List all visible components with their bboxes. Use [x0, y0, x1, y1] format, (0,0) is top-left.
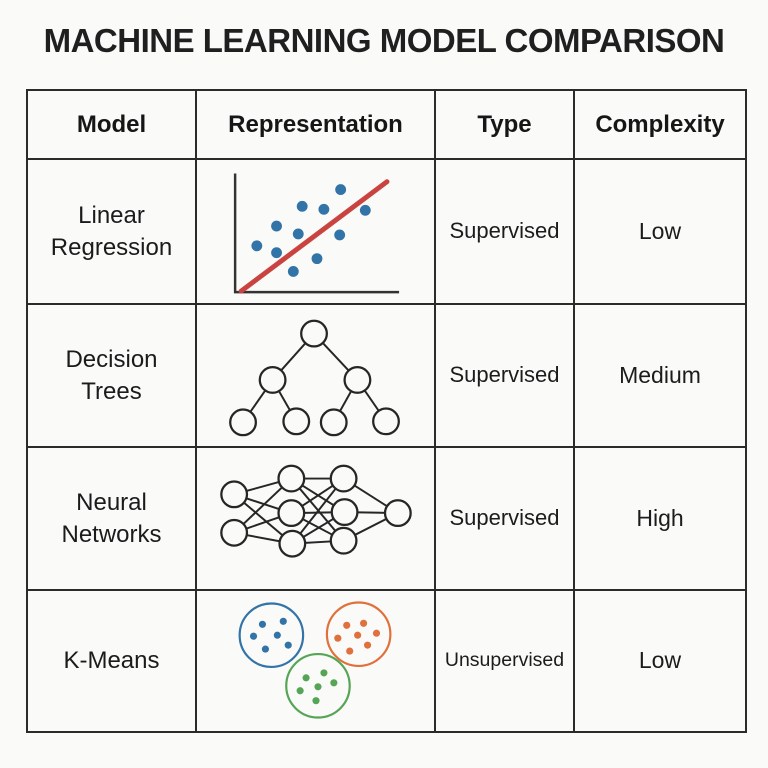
header-complexity: Complexity	[575, 91, 745, 160]
header-representation: Representation	[197, 91, 436, 160]
type-k-means: Unsupervised	[436, 591, 575, 731]
header-model: Model	[28, 91, 197, 160]
type-neural-networks: Supervised	[436, 448, 575, 591]
scatter-plot-icon	[233, 173, 400, 294]
header-type: Type	[436, 91, 575, 160]
cluster-icon	[238, 601, 392, 719]
representation-neural-networks	[197, 448, 436, 591]
page-title: MACHINE LEARNING MODEL COMPARISON	[43, 22, 725, 59]
type-linear-regression: Supervised	[436, 160, 575, 305]
model-name-neural-networks: Neural Networks	[28, 448, 197, 591]
model-name-linear-regression: Linear Regression	[28, 160, 197, 305]
model-name-k-means: K-Means	[28, 591, 197, 731]
complexity-k-means: Low	[638, 647, 682, 674]
comparison-table: Model Representation Type Complexity Lin…	[26, 89, 747, 733]
representation-decision-trees	[197, 305, 436, 448]
type-decision-trees: Supervised	[436, 305, 575, 448]
representation-k-means	[197, 591, 436, 731]
decision-tree-icon	[229, 319, 400, 437]
neural-network-icon	[220, 464, 412, 558]
complexity-decision-trees: Medium	[575, 305, 745, 448]
complexity-linear-regression: Low	[575, 160, 745, 305]
model-name-decision-trees: Decision Trees	[28, 305, 197, 448]
complexity-neural-networks: High	[575, 448, 745, 591]
representation-linear-regression	[197, 160, 436, 305]
